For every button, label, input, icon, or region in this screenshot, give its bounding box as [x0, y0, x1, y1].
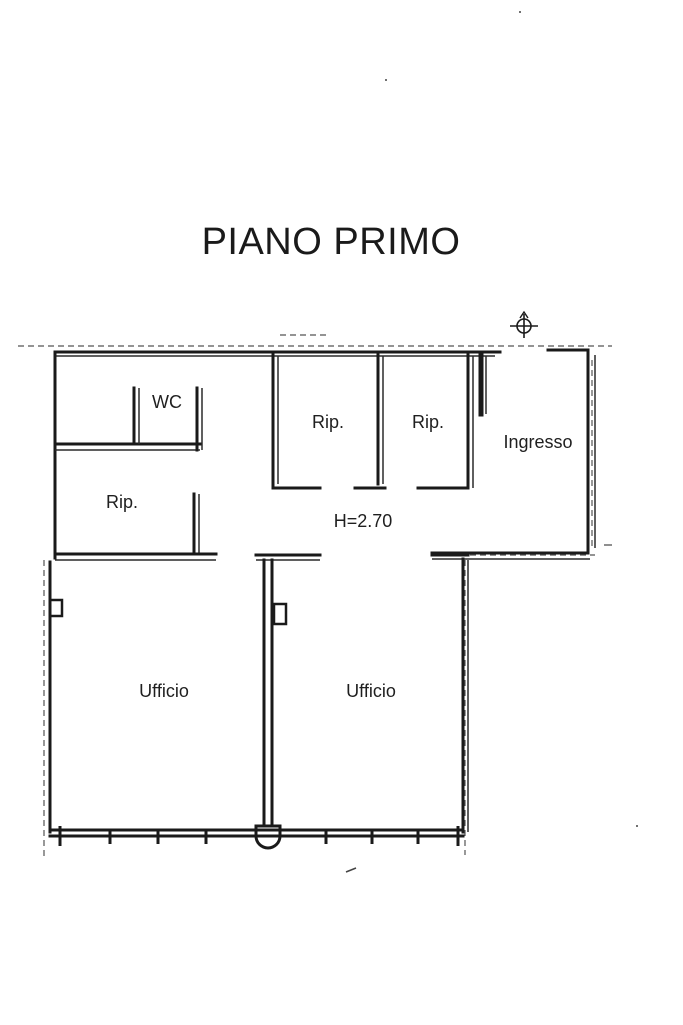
height-note: H=2.70	[334, 511, 393, 531]
room-label-rip-center: Rip.	[312, 412, 344, 432]
plan-title: PIANO PRIMO	[202, 221, 461, 263]
wc-walls	[53, 386, 203, 452]
window-wall	[48, 824, 465, 850]
north-arrow-icon	[510, 310, 538, 338]
room-label-rip-left: Rip.	[106, 492, 138, 512]
room-label-rip-right: Rip.	[412, 412, 444, 432]
room-label-ufficio-right: Ufficio	[346, 681, 396, 701]
room-label-wc: WC	[152, 392, 182, 412]
scan-specks	[345, 11, 638, 873]
rip-left-walls	[53, 492, 218, 561]
room-label-ufficio-left: Ufficio	[139, 681, 189, 701]
room-label-ingresso: Ingresso	[503, 432, 572, 452]
rip-center-walls	[271, 350, 474, 490]
wall-pillars	[48, 598, 288, 626]
reference-lines	[18, 334, 612, 860]
ingresso-door	[478, 350, 502, 417]
office-walls	[254, 553, 470, 828]
